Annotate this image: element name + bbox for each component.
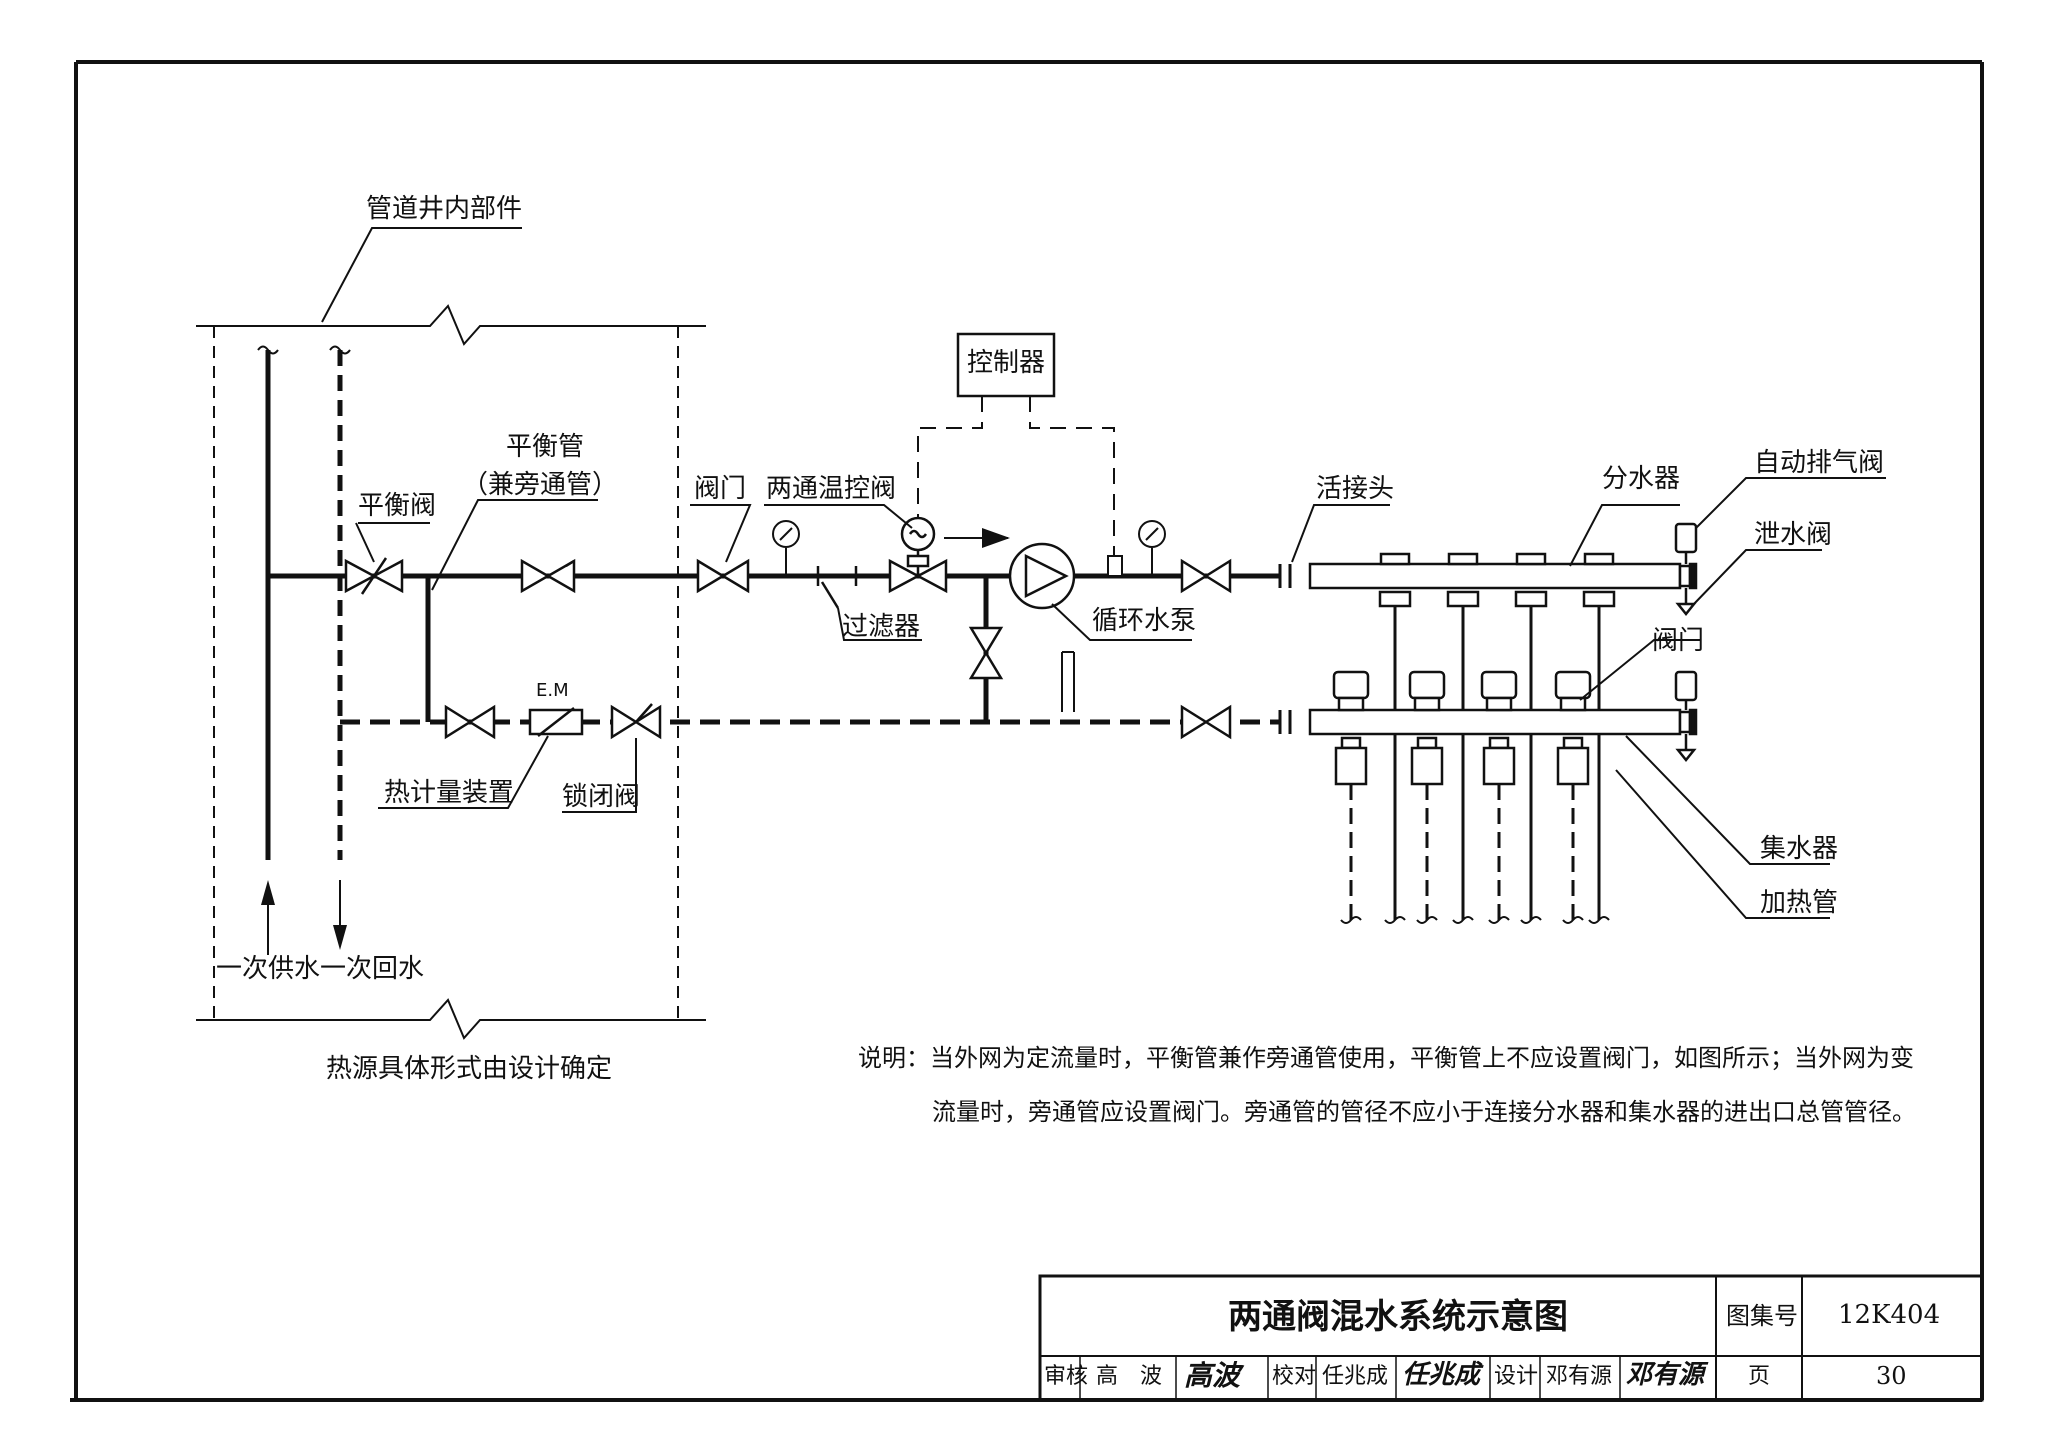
distributor-label: 分水器	[1602, 464, 1681, 494]
gate-valve-label: 阀门	[694, 474, 747, 504]
supply-outlet-valve-symbol	[1180, 558, 1232, 594]
balance-valve-label: 平衡阀	[358, 491, 437, 521]
return-outlet-valve-symbol	[1180, 704, 1232, 740]
atlas-label: 图集号	[1726, 1302, 1798, 1330]
distributor-leader	[1569, 504, 1680, 567]
heating-pipe-label: 加热管	[1760, 888, 1839, 918]
check-label: 校对	[1272, 1364, 1317, 1389]
reviewer-name: 高 波	[1096, 1364, 1163, 1389]
atlas-number: 12K404	[1838, 1300, 1941, 1330]
review-label: 审核	[1044, 1364, 1089, 1389]
primary-supply-arrow	[261, 880, 275, 955]
pump-leader	[1051, 603, 1192, 641]
circulation-pump-symbol	[1008, 542, 1076, 610]
heat-meter-leader	[378, 735, 549, 809]
primary-return-label: 一次回水	[320, 954, 425, 984]
distributor-body	[1308, 562, 1698, 590]
union-joint-supply	[1278, 564, 1292, 588]
pipe-shaft-boundary	[196, 304, 706, 1040]
heat-meter-symbol	[528, 707, 584, 737]
primary-return-arrow	[333, 880, 347, 950]
controller-label: 控制器	[967, 348, 1046, 378]
shaft-parts-leader	[321, 227, 522, 323]
note-line-1: 说明：当外网为定流量时，平衡管兼作旁通管使用，平衡管上不应设置阀门，如图所示；当…	[858, 1044, 1914, 1072]
filter-leader	[837, 607, 922, 641]
filter-label: 过滤器	[842, 612, 921, 642]
design-label: 设计	[1494, 1364, 1539, 1389]
filter-symbol	[816, 566, 858, 609]
return-ball-valve-symbol	[444, 704, 496, 740]
lock-valve-label: 锁闭阀	[562, 782, 641, 812]
two-way-valve-label: 两通温控阀	[766, 474, 897, 504]
drain-valve-label: 泄水阀	[1754, 520, 1833, 550]
drawing-title: 两通阀混水系统示意图	[1228, 1297, 1568, 1337]
balance-valve-leader	[355, 522, 375, 563]
page-number: 30	[1876, 1362, 1907, 1390]
designer-name: 邓有源	[1546, 1364, 1613, 1389]
distributor-down-pipes	[1393, 606, 1601, 920]
manifold-valve-label: 阀门	[1652, 626, 1705, 656]
balance-valve-symbol	[344, 557, 404, 595]
heating-pipe-leader	[1615, 769, 1830, 919]
heat-source-label: 热源具体形式由设计确定	[326, 1054, 613, 1084]
lock-valve-leader	[562, 738, 637, 813]
manifold-valve-leader	[1579, 639, 1700, 701]
lock-valve-symbol	[610, 703, 662, 740]
checker-signature: 任兆成	[1402, 1360, 1481, 1390]
em-label: E.M	[536, 680, 569, 701]
riser-break-marks	[257, 345, 351, 355]
heat-meter-label: 热计量装置	[384, 778, 515, 808]
designer-signature: 邓有源	[1626, 1360, 1705, 1390]
two-way-valve-leader	[764, 504, 913, 529]
auto-vent-valve-label: 自动排气阀	[1754, 448, 1885, 478]
checker-name: 任兆成	[1322, 1364, 1389, 1389]
distributor-branches	[1378, 552, 1616, 608]
union-joint-return	[1278, 710, 1292, 734]
check-valve-symbol	[520, 558, 576, 594]
bypass-valve-symbol	[968, 626, 1004, 680]
balance-pipe-leader	[431, 499, 598, 591]
two-way-valve-symbol	[888, 516, 948, 594]
union-joint-label: 活接头	[1316, 474, 1395, 504]
auto-vent-leader	[1695, 477, 1886, 529]
collector-actuators	[1332, 670, 1592, 712]
reviewer-signature: 高波	[1184, 1359, 1241, 1392]
controller-box	[956, 332, 1056, 398]
controller-signal-lines	[917, 396, 1115, 556]
collector-label: 集水器	[1760, 834, 1839, 864]
drain-valve-icon	[1675, 588, 1697, 617]
auto-vent-valve-icon	[1674, 522, 1698, 564]
drain-valve-leader	[1691, 549, 1822, 607]
pressure-gauge-icon-2	[1138, 520, 1166, 576]
circulation-pump-label: 循环水泵	[1092, 606, 1197, 636]
gate-valve-symbol	[696, 558, 750, 594]
note-line-2: 流量时，旁通管应设置阀门。旁通管的管径不应小于连接分水器和集水器的进出口总管管径…	[932, 1098, 1916, 1126]
balance-pipe-label: 平衡管	[506, 432, 585, 462]
heating-pipe-break-marks	[1340, 916, 1610, 924]
thermometer-icon	[1061, 651, 1075, 712]
title-block-grid	[1038, 1274, 1984, 1402]
temperature-sensor-icon	[1107, 555, 1123, 577]
bypass-note-label: （兼旁通管）	[462, 470, 619, 500]
collector-leader	[1625, 735, 1830, 865]
page-label: 页	[1748, 1364, 1771, 1389]
pressure-gauge-icon	[772, 520, 800, 576]
gate-valve-leader	[690, 504, 752, 563]
union-joint-leader	[1291, 504, 1390, 563]
shaft-parts-label: 管道井内部件	[366, 194, 523, 224]
primary-supply-label: 一次供水	[216, 954, 321, 984]
